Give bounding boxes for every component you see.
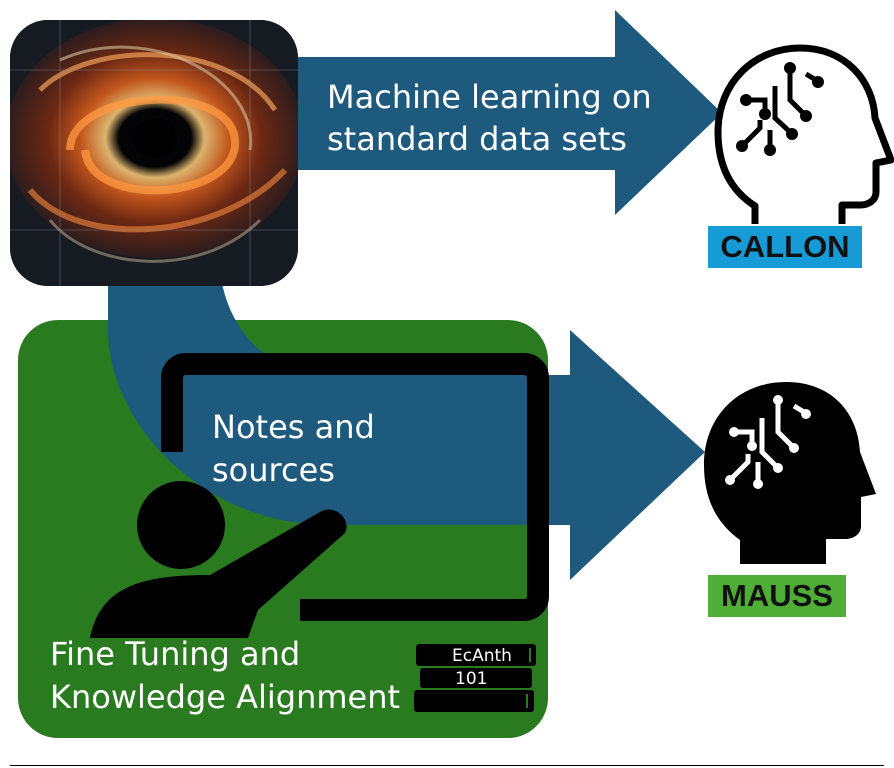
callon-head-icon xyxy=(714,44,894,224)
top-flow-arrow xyxy=(295,10,722,215)
middle-flow-label-line1: Notes and xyxy=(212,408,375,446)
mauss-head-icon xyxy=(704,382,876,564)
books-icon xyxy=(414,644,536,712)
book-title-line1: EcAnth xyxy=(452,646,512,666)
mauss-badge: MAUSS xyxy=(708,575,846,617)
teacher-icon xyxy=(90,353,549,638)
panel-label-line1: Fine Tuning and xyxy=(50,635,301,673)
panel-label-line2: Knowledge Alignment xyxy=(50,678,401,716)
book-title-line2: 101 xyxy=(455,669,488,689)
top-flow-label-line2: standard data sets xyxy=(327,120,627,158)
curved-flow-arrow xyxy=(108,270,705,580)
black-hole-equations-image xyxy=(10,20,298,286)
bottom-divider xyxy=(10,765,884,766)
callon-badge: CALLON xyxy=(708,226,862,268)
top-flow-label-line1: Machine learning on xyxy=(327,78,652,116)
middle-flow-label-line2: sources xyxy=(212,451,335,489)
